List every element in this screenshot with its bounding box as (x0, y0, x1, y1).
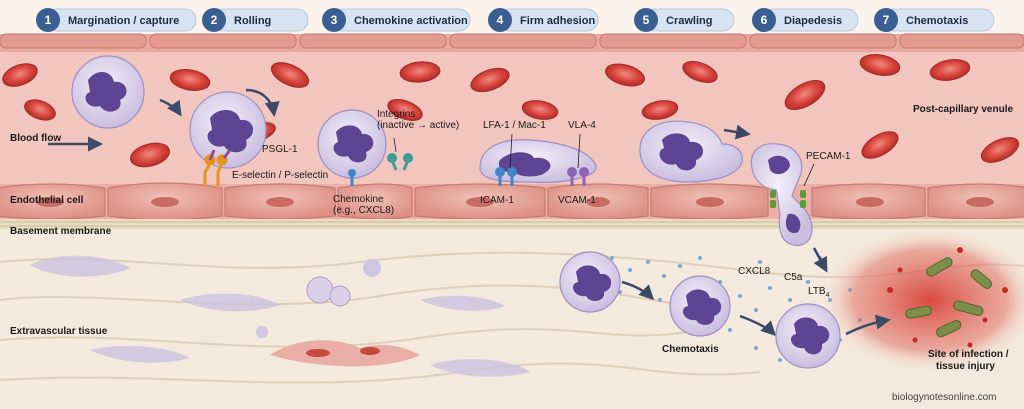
leukocyte-chemotaxis-2 (669, 275, 731, 337)
step-7: 7 Chemotaxis (874, 8, 995, 32)
infection-site (820, 228, 1024, 372)
arrow-diapedesis-exit (812, 247, 828, 273)
leukocyte-diapedesis (750, 143, 813, 247)
arrow-rolling (245, 88, 280, 117)
step-5: 5 Crawling (634, 8, 735, 32)
leukocyte-rolling (189, 91, 267, 169)
step-1: 1 Margination / capture (36, 8, 197, 32)
step-6: 6 Diapedesis (752, 8, 859, 32)
step-7-number: 7 (883, 13, 890, 27)
vla4-vcam1-bonds (567, 167, 589, 186)
basement-membrane-band (0, 219, 1024, 229)
endothelial-nuclei (36, 197, 994, 207)
step-4: 4 Firm adhesion (488, 8, 599, 32)
label-chemokine-line1: Chemokine (333, 194, 384, 205)
label-ltb4: LTB4 (808, 286, 830, 299)
leukocyte-chemotaxis-3 (775, 303, 841, 369)
red-blood-cells (2, 54, 1020, 168)
vla4-leader-line (577, 133, 581, 169)
label-icam1: ICAM-1 (480, 195, 514, 206)
step-4-number: 4 (497, 13, 504, 27)
label-lfa1: LFA-1 / Mac-1 (483, 120, 546, 131)
label-site-line1: Site of infection / (928, 349, 1009, 360)
resident-cells (256, 259, 381, 338)
bacteria (905, 257, 993, 338)
chemokine-molecule (348, 169, 356, 186)
label-pecam1: PECAM-1 (806, 151, 851, 162)
leukocyte-margination (71, 55, 145, 129)
step-3-badge (322, 8, 346, 32)
arrow-chemotaxis-3 (845, 314, 891, 336)
step-2-label: Rolling (234, 15, 271, 27)
lfa1-icam1-bonds (495, 167, 517, 186)
label-post-capillary-venule: Post-capillary venule (913, 104, 1013, 115)
label-chemotaxis: Chemotaxis (662, 344, 719, 355)
psgl1-molecules (208, 149, 232, 161)
label-vcam1: VCAM-1 (558, 195, 596, 206)
step-5-number: 5 (643, 13, 650, 27)
step-7-label: Chemotaxis (906, 15, 968, 27)
integrin-molecules (387, 153, 413, 171)
label-cxcl8: CXCL8 (738, 266, 771, 277)
label-site-line2: tissue injury (936, 361, 995, 372)
arrow-chemotaxis-2 (739, 314, 777, 337)
arrow-crawling (723, 124, 751, 140)
step-2-number: 2 (211, 13, 218, 27)
step-5-badge (634, 8, 658, 32)
step-4-badge (488, 8, 512, 32)
pecam1-leader-line (803, 163, 815, 187)
arrow-capture (159, 98, 182, 117)
label-blood-flow: Blood flow (10, 133, 61, 144)
label-chemokine-line2: (e.g., CXCL8) (333, 205, 394, 216)
step-3-number: 3 (331, 13, 338, 27)
infection-debris (878, 247, 1008, 348)
label-extravascular-tissue: Extravascular tissue (10, 326, 108, 337)
step-1-label: Margination / capture (68, 15, 179, 27)
step-7-badge (874, 8, 898, 32)
leukocyte-crawling (639, 120, 743, 183)
step-2-badge (202, 8, 226, 32)
step-6-number: 6 (761, 13, 768, 27)
pecam1-molecules (770, 190, 806, 208)
lfa1-leader-line (509, 133, 513, 169)
label-integrins-line2: (inactive → active) (377, 120, 459, 131)
step-2: 2 Rolling (202, 8, 309, 32)
step-4-label: Firm adhesion (520, 15, 595, 27)
step-headers: 1 Margination / capture 2 Rolling 3 Chemokine… (36, 8, 995, 32)
label-integrins-line1: Integrins (377, 109, 415, 120)
leukocyte-chemotaxis-1 (559, 251, 621, 313)
step-6-label: Diapedesis (784, 15, 842, 27)
step-1-number: 1 (45, 13, 52, 27)
label-vla4: VLA-4 (568, 120, 596, 131)
step-6-badge (752, 8, 776, 32)
step-1-badge (36, 8, 60, 32)
step-3: 3 Chemokine activation (322, 8, 471, 32)
upper-endothelium (0, 33, 1024, 49)
arrow-chemotaxis-1 (621, 280, 655, 301)
integrin-leader-line (393, 137, 397, 153)
label-psgl1: PSGL-1 (262, 144, 298, 155)
capillary-branch (270, 340, 420, 367)
label-basement-membrane: Basement membrane (10, 226, 112, 237)
label-selectin: E-selectin / P-selectin (232, 170, 328, 181)
label-endothelial-cell: Endothelial cell (10, 195, 84, 206)
fibroblasts (30, 255, 530, 377)
step-3-label: Chemokine activation (354, 15, 468, 27)
credit-text: biologynotesonline.com (892, 392, 997, 403)
step-5-label: Crawling (666, 15, 712, 27)
label-c5a: C5a (784, 272, 803, 283)
leukocyte-chemokine-activation (317, 109, 387, 179)
